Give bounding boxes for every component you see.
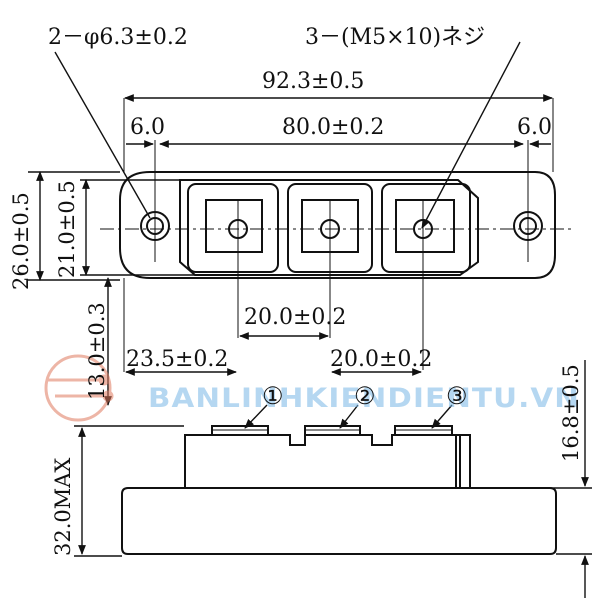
dimension-labels: 2－φ6.3±0.2 3－(M5×10)ネジ 92.3±0.5 6.0 80.0… (9, 25, 583, 556)
watermark-logo-icon (44, 354, 114, 422)
watermark: BANLINHKIENDIENTU.VN (44, 354, 580, 422)
terminal-block-3 (381, 183, 471, 273)
center-lines (100, 98, 575, 372)
screw-note: 3－(M5×10)ネジ (305, 25, 485, 50)
housing-outline (179, 179, 479, 276)
dimension-lines-side (74, 360, 592, 598)
side-base (121, 487, 557, 555)
offset-label: 23.5±0.2 (126, 347, 228, 372)
terminal-pad-3 (395, 199, 455, 253)
total-height-label: 32.0MAX (51, 458, 75, 556)
mount-hole-note: 2－φ6.3±0.2 (48, 25, 188, 50)
terminal-block-1 (187, 183, 279, 273)
terminal-pitch-1-label: 20.0±0.2 (244, 305, 346, 330)
inner-width-label: 21.0±0.5 (55, 180, 79, 278)
dimension-lines-top (28, 41, 553, 406)
watermark-text: BANLINHKIENDIENTU.VN (148, 383, 580, 414)
terminal-3-marker: ③ (446, 382, 468, 410)
terminal-2-marker: ② (354, 382, 376, 410)
terminal-1-marker: ① (262, 382, 284, 410)
terminal-offset-label: 13.0±0.3 (85, 302, 109, 400)
side-view (121, 425, 557, 555)
top-view (119, 171, 556, 279)
terminal-pitch-2-label: 20.0±0.2 (330, 347, 432, 372)
terminal-pad-1 (205, 199, 263, 253)
side-housing (184, 434, 461, 488)
hole-pitch-label: 80.0±0.2 (282, 115, 384, 140)
overall-length-label: 92.3±0.5 (262, 69, 364, 94)
base-height-label: 16.8±0.5 (559, 364, 583, 462)
edge-left-label: 6.0 (130, 115, 165, 140)
base-plate-outline (119, 171, 556, 279)
side-tab (455, 434, 471, 489)
body-width-label: 26.0±0.5 (9, 192, 33, 290)
edge-right-label: 6.0 (517, 115, 552, 140)
